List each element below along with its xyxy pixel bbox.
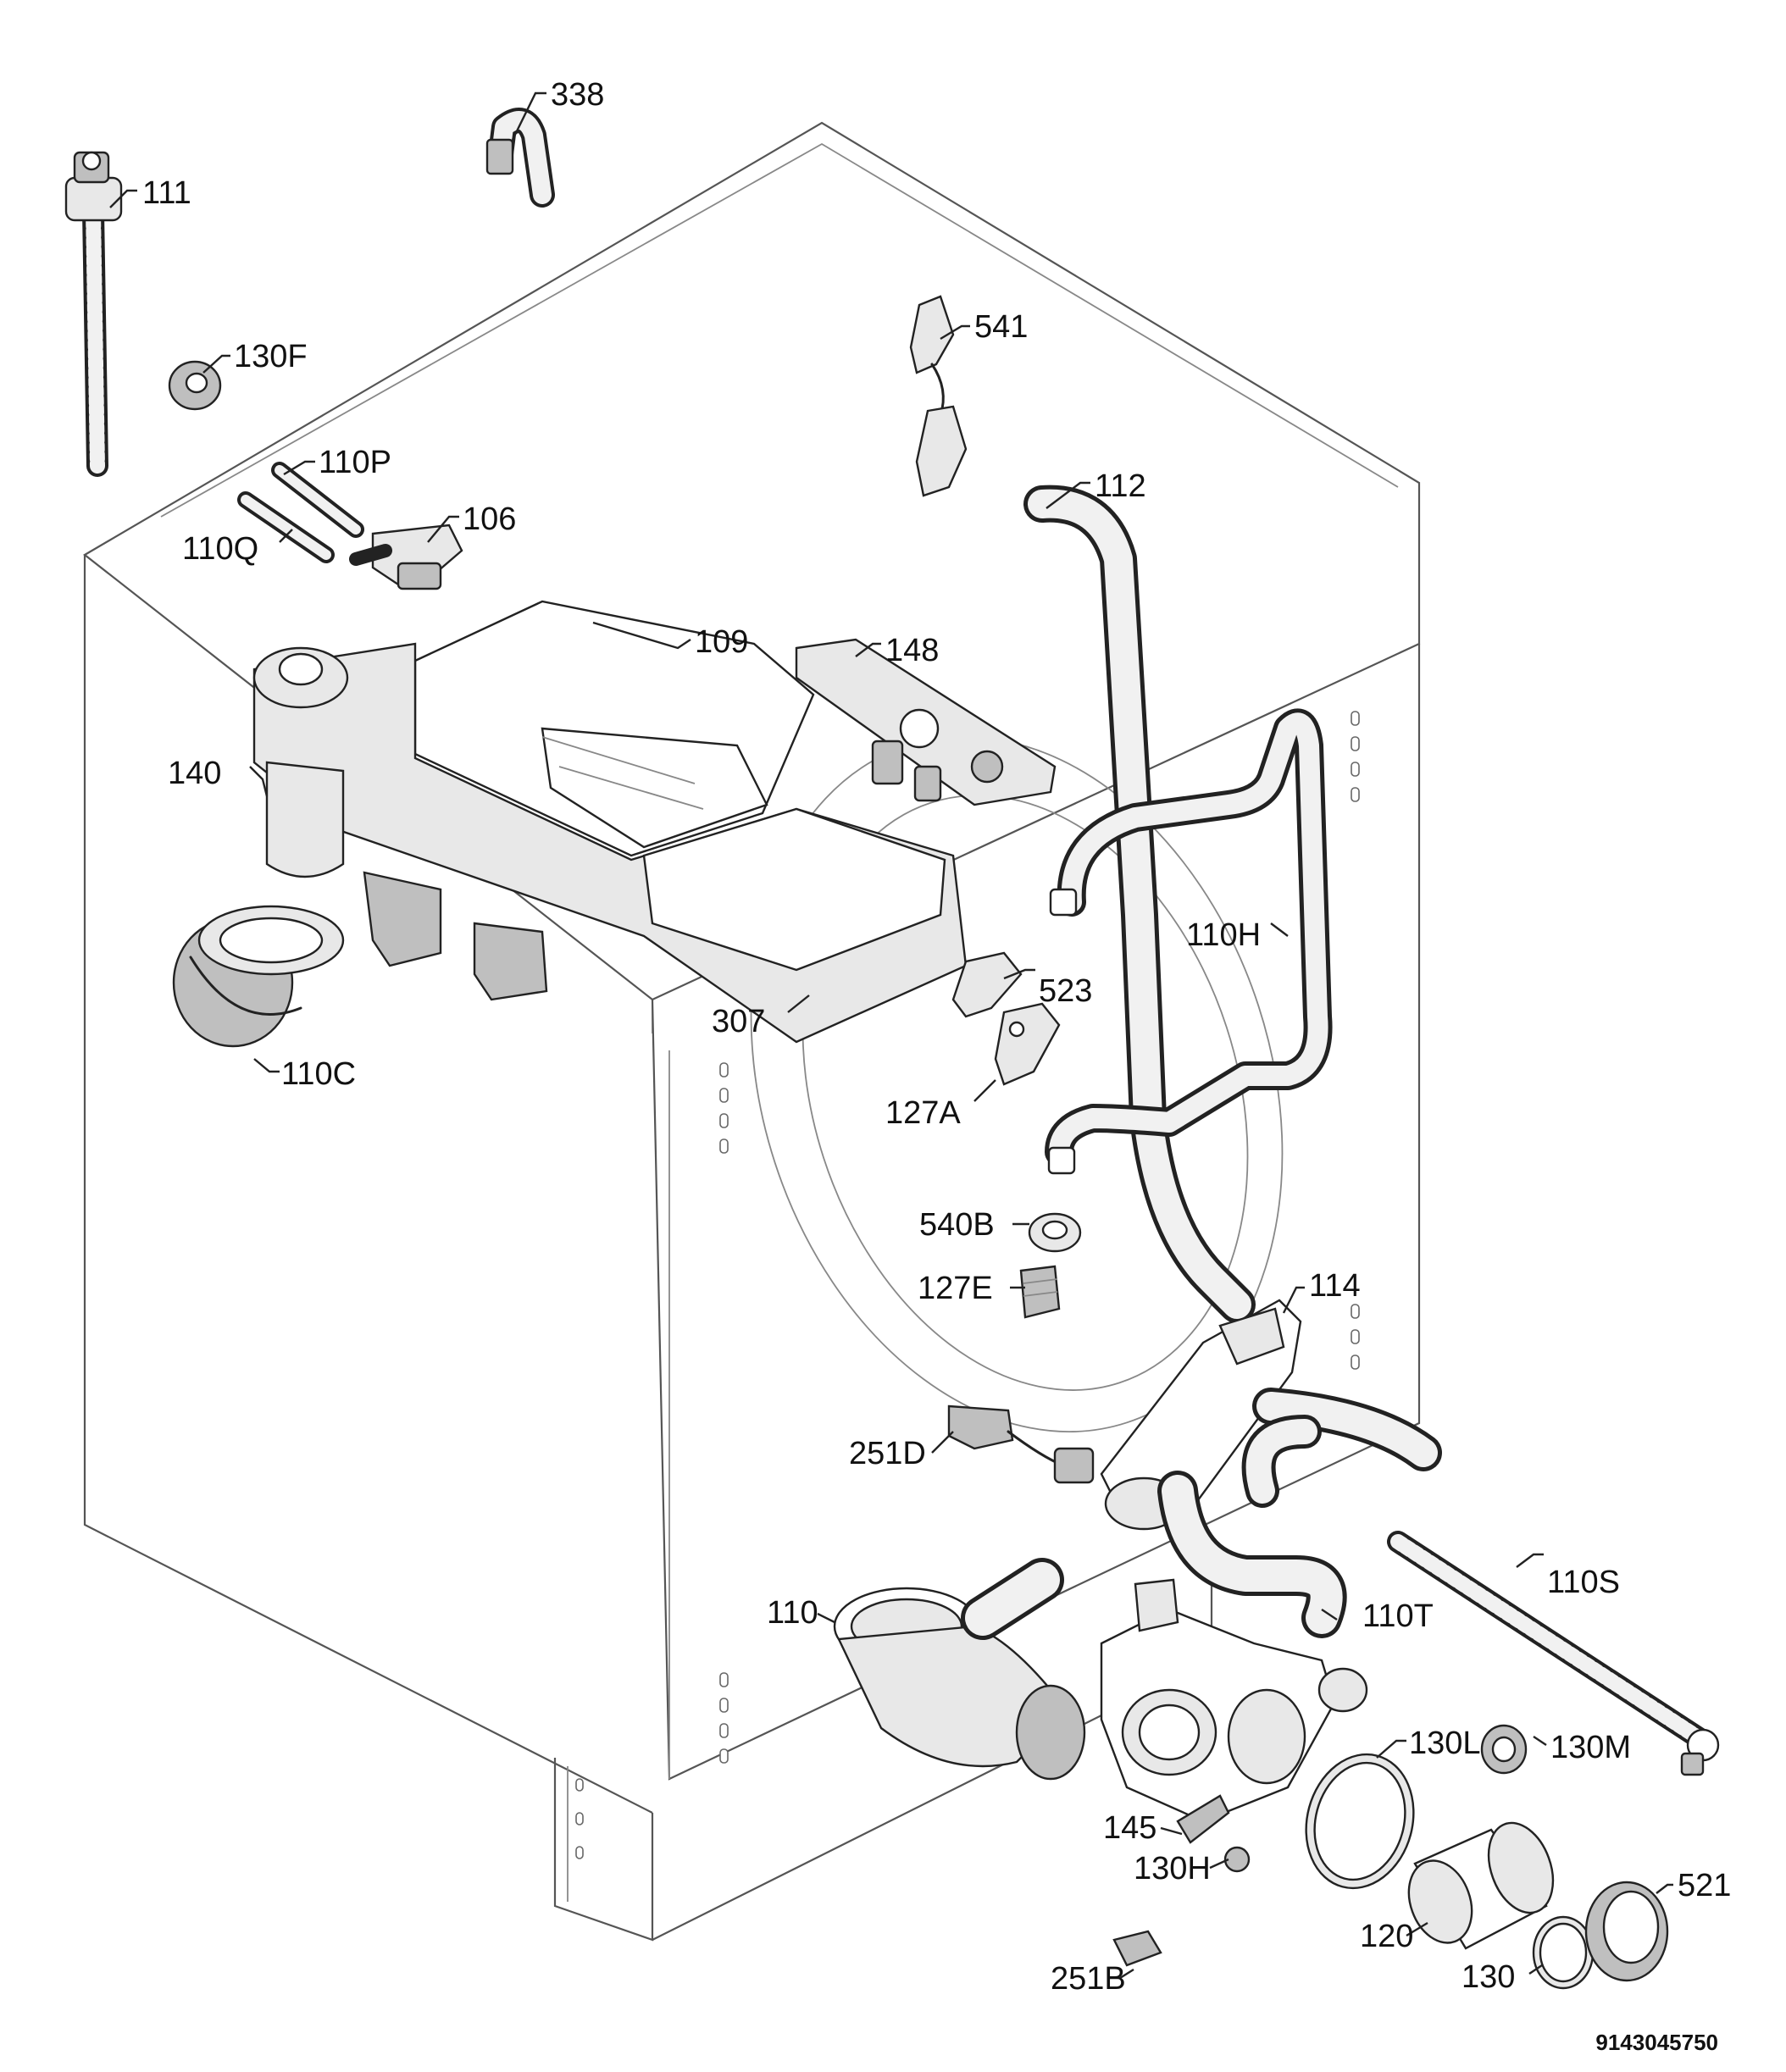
part-145-pump-housing (1100, 1578, 1368, 1844)
part-148-drawer-panel (795, 638, 1057, 806)
callout-130F: 130F (234, 339, 308, 374)
part-127A-cover (994, 1002, 1061, 1086)
callout-110S: 110S (1547, 1565, 1620, 1600)
callout-251D: 251D (849, 1436, 926, 1471)
callout-109: 109 (695, 624, 748, 660)
part-110T-hose (1157, 1388, 1442, 1638)
document-number: 9143045750 (1595, 2030, 1718, 2055)
callout-110P: 110P (319, 445, 391, 480)
callout-111: 111 (142, 175, 191, 211)
callout-labels: 338 111 541 130F 110P 112 110Q 106 109 1… (142, 77, 1731, 1997)
callout-112: 112 (1095, 468, 1146, 504)
part-130H-nut (1223, 1846, 1251, 1873)
callout-140: 140 (168, 756, 221, 791)
callout-130: 130 (1462, 1959, 1515, 1995)
part-110Q-pin (237, 491, 335, 563)
part-251D-sensor (947, 1404, 1095, 1484)
leader-lines (109, 91, 1673, 1980)
callout-110: 110 (767, 1595, 818, 1631)
part-111-inlet-hose (64, 151, 123, 477)
callout-130H: 130H (1134, 1851, 1211, 1886)
callout-148: 148 (885, 633, 939, 668)
part-130F-nut (168, 360, 222, 411)
part-130-oring (1532, 1915, 1595, 1990)
part-110C-bellow (172, 905, 345, 1048)
callout-130L: 130L (1409, 1726, 1481, 1761)
callout-110T: 110T (1362, 1598, 1434, 1634)
callout-145: 145 (1103, 1810, 1156, 1846)
callout-106: 106 (463, 501, 516, 537)
callout-541: 541 (974, 309, 1028, 345)
part-130M-seal (1480, 1724, 1528, 1775)
part-106-valve (349, 524, 463, 590)
callout-540B: 540B (919, 1207, 995, 1243)
part-251B-block (1112, 1930, 1162, 1967)
part-120-filter (1407, 1821, 1555, 1950)
part-541-wiring (909, 295, 968, 497)
part-110P-pin (271, 462, 364, 538)
part-109-dispenser-lid (413, 600, 815, 857)
callout-521: 521 (1678, 1868, 1731, 1903)
callout-110C: 110C (281, 1056, 356, 1092)
callout-130M: 130M (1550, 1730, 1631, 1765)
part-110S-drain-hose (1387, 1531, 1720, 1776)
callout-307: 307 (712, 1004, 765, 1039)
part-127E-spring (1019, 1265, 1061, 1319)
callout-338: 338 (551, 77, 604, 113)
part-140-dispenser-housing (252, 642, 968, 1044)
vent-holes (575, 711, 1360, 1859)
callout-120: 120 (1360, 1919, 1413, 1954)
callout-110H: 110H (1186, 917, 1261, 953)
callout-251B: 251B (1051, 1961, 1126, 1997)
part-338-hose-hanger (485, 108, 555, 208)
part-523-latch (951, 951, 1023, 1018)
callout-127E: 127E (918, 1271, 993, 1306)
callout-523: 523 (1039, 973, 1092, 1009)
part-130L-ring (1305, 1753, 1415, 1890)
part-112-hose (1023, 485, 1256, 1323)
part-110-bellows-hose (833, 1558, 1086, 1781)
callout-127A: 127A (885, 1095, 961, 1131)
part-110H-hose (1045, 708, 1333, 1175)
part-540B-clamp (1028, 1212, 1082, 1253)
callout-110Q: 110Q (182, 531, 258, 567)
callout-114: 114 (1309, 1268, 1361, 1304)
part-521-cap (1584, 1881, 1669, 1982)
